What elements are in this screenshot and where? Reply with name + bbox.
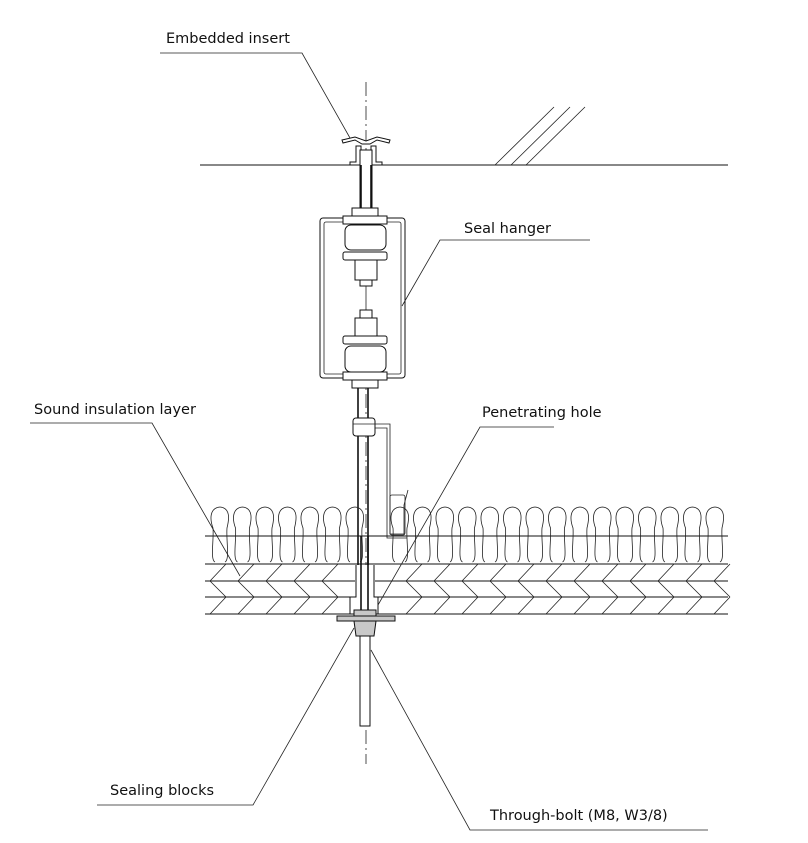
board-chevron — [657, 563, 675, 615]
insulation-loop — [255, 506, 274, 563]
board-chevron — [629, 563, 647, 615]
insulation-loop — [683, 506, 702, 563]
label-through-bolt: Through-bolt (M8, W3/8) — [489, 808, 668, 824]
label-penetrating-hole: Penetrating hole — [482, 405, 602, 421]
board-chevron — [713, 563, 731, 615]
insulation-loop — [525, 506, 544, 563]
ceiling-boards — [205, 563, 731, 615]
sealing-blocks — [336, 609, 396, 637]
hanger-rod-upper — [359, 149, 373, 211]
sound-insulation-layer — [205, 506, 728, 565]
board-chevron — [321, 563, 339, 615]
insulation-loop — [458, 506, 477, 563]
board-chevron — [489, 563, 507, 615]
board-chevron — [461, 563, 479, 615]
insulation-loop — [390, 506, 409, 563]
insulation-loop — [593, 506, 612, 563]
insulation-loop — [638, 506, 657, 563]
insulation-loop — [300, 506, 319, 563]
insulation-loop — [233, 506, 252, 563]
board-chevron — [601, 563, 619, 615]
seal-hanger — [319, 207, 406, 389]
board-chevron — [573, 563, 591, 615]
board-chevron — [685, 563, 703, 615]
insulation-loop — [480, 506, 499, 563]
board-chevron — [293, 563, 311, 615]
board-chevron — [545, 563, 563, 615]
insulation-loop — [660, 506, 679, 563]
board-chevron — [517, 563, 535, 615]
insulation-loop — [278, 506, 297, 563]
board-chevron — [237, 563, 255, 615]
board-chevron — [405, 563, 423, 615]
insulation-loop — [345, 506, 364, 563]
through-bolt — [359, 635, 371, 727]
board-chevron — [209, 563, 227, 615]
insulation-loop — [210, 506, 229, 563]
insulation-loop — [548, 506, 567, 563]
insulation-loop — [705, 506, 724, 563]
penetrating-hole — [349, 536, 379, 614]
insulation-loop — [323, 506, 342, 563]
insulation-loop — [413, 506, 432, 563]
insulation-loop — [503, 506, 522, 563]
concrete-slab — [200, 106, 728, 166]
label-sealing-blocks: Sealing blocks — [110, 783, 214, 799]
insulation-loop — [615, 506, 634, 563]
insulation-loop — [435, 506, 454, 563]
label-embedded-insert: Embedded insert — [166, 31, 290, 47]
label-seal-hanger: Seal hanger — [464, 221, 551, 237]
board-chevron — [433, 563, 451, 615]
leader-lines — [30, 52, 708, 831]
insulation-loop — [570, 506, 589, 563]
board-chevron — [265, 563, 283, 615]
label-sound-insulation-layer: Sound insulation layer — [34, 402, 196, 418]
